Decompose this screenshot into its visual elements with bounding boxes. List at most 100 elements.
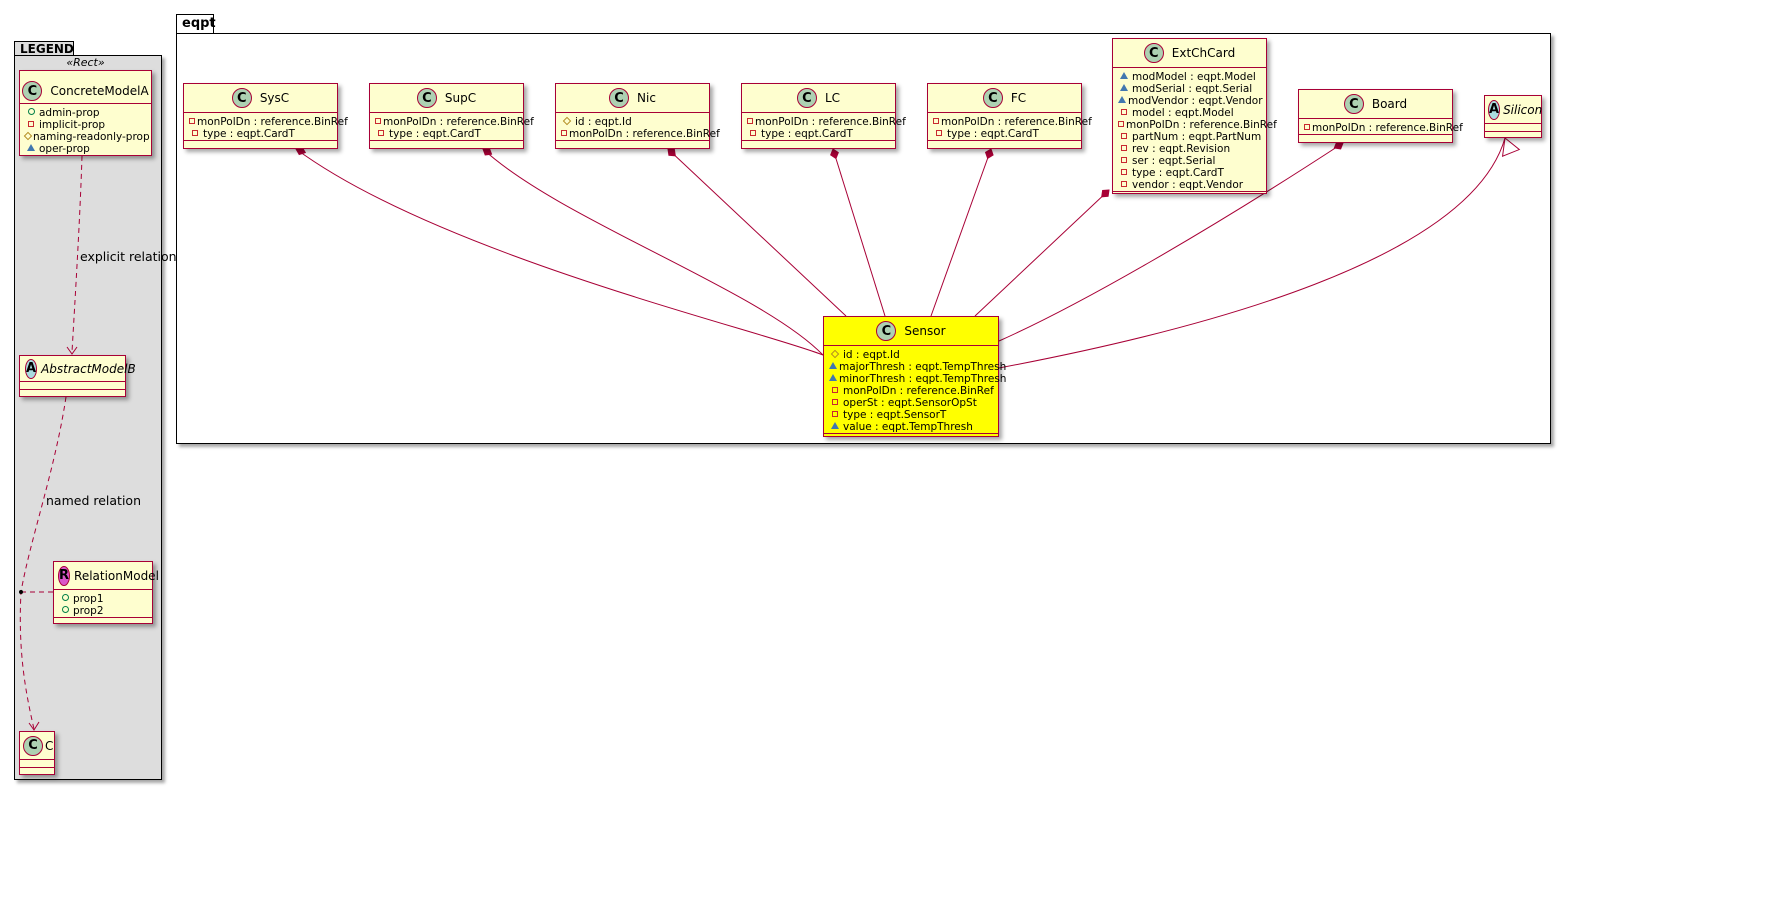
private-visibility-icon — [189, 128, 201, 140]
attribute-text: monPolDn : reference.BinRef — [569, 128, 720, 140]
package-visibility-icon — [829, 373, 837, 385]
class-icon: C — [1343, 94, 1364, 114]
attribute-text: naming-readonly-prop — [33, 131, 150, 143]
attribute-row: value : eqpt.TempThresh — [829, 421, 994, 433]
fc-class[interactable]: C FC monPolDn : reference.BinRef type : … — [927, 83, 1092, 149]
package-visibility-icon — [1118, 83, 1130, 95]
class-name: Board — [1371, 97, 1408, 111]
class-icon: C — [23, 735, 43, 756]
lc-class[interactable]: C LC monPolDn : reference.BinRef type : … — [741, 83, 906, 149]
class-icon: C — [231, 88, 252, 108]
class-name: C — [45, 738, 54, 753]
attribute-row: prop2 — [59, 605, 148, 617]
attribute-list: prop1 prop2 — [54, 590, 152, 618]
package-visibility-icon — [1118, 95, 1126, 107]
class-name: LC — [824, 91, 841, 105]
attribute-list: monPolDn : reference.BinRef type : eqpt.… — [928, 113, 1092, 141]
private-visibility-icon — [829, 409, 841, 421]
attribute-text: modVendor : eqpt.Vendor — [1128, 95, 1263, 107]
attribute-row: id : eqpt.Id — [829, 349, 994, 361]
attribute-list: monPolDn : reference.BinRef type : eqpt.… — [742, 113, 906, 141]
attribute-row: modVendor : eqpt.Vendor — [1118, 95, 1263, 107]
concrete-model-a-class[interactable]: «Rect» C ConcreteModelA admin-prop impli… — [19, 56, 152, 156]
attribute-row: monPolDn : reference.BinRef — [747, 116, 906, 128]
private-visibility-icon — [933, 128, 945, 140]
attribute-text: minorThresh : eqpt.TempThresh — [839, 373, 1007, 385]
attribute-row: type : eqpt.CardT — [1118, 167, 1262, 179]
attribute-row: type : eqpt.CardT — [375, 128, 519, 140]
package-visibility-icon — [1118, 71, 1130, 83]
abstract-model-b-class[interactable]: A AbstractModelB — [19, 355, 136, 397]
private-visibility-icon — [1118, 167, 1130, 179]
private-visibility-icon — [561, 128, 567, 140]
attribute-row: naming-readonly-prop — [23, 131, 150, 143]
private-visibility-icon — [25, 119, 37, 131]
private-visibility-icon — [189, 116, 195, 128]
extchcard-class[interactable]: C ExtChCard modModel : eqpt.Model modSer… — [1112, 38, 1277, 194]
attribute-list: modModel : eqpt.Model modSerial : eqpt.S… — [1113, 68, 1277, 192]
attribute-text: type : eqpt.SensorT — [843, 409, 947, 421]
attribute-text: oper-prop — [39, 143, 90, 155]
attribute-row: monPolDn : reference.BinRef — [189, 116, 348, 128]
class-name: SupC — [444, 91, 477, 105]
relation-icon: R — [58, 565, 71, 586]
attribute-text: monPolDn : reference.BinRef — [1312, 122, 1463, 134]
rect-stereotype: «Rect» — [66, 56, 105, 69]
private-visibility-icon — [1118, 179, 1130, 191]
attribute-text: implicit-prop — [39, 119, 106, 131]
private-visibility-icon — [1118, 155, 1130, 167]
attribute-text: prop1 — [73, 593, 104, 605]
board-class[interactable]: C Board monPolDn : reference.BinRef — [1298, 89, 1463, 143]
nic-class[interactable]: C Nic id : eqpt.Id monPolDn : reference.… — [555, 83, 720, 149]
attribute-row: vendor : eqpt.Vendor — [1118, 179, 1262, 191]
class-icon: C — [416, 88, 437, 108]
private-visibility-icon — [747, 128, 759, 140]
attribute-row: ser : eqpt.Serial — [1118, 155, 1262, 167]
public-visibility-icon — [59, 593, 71, 605]
private-visibility-icon — [829, 397, 841, 409]
attribute-row: rev : eqpt.Revision — [1118, 143, 1262, 155]
private-visibility-icon — [1304, 122, 1310, 134]
attribute-text: modModel : eqpt.Model — [1132, 71, 1256, 83]
package-visibility-icon — [829, 421, 841, 433]
attribute-text: monPolDn : reference.BinRef — [197, 116, 348, 128]
attribute-row: monPolDn : reference.BinRef — [933, 116, 1092, 128]
supc-class[interactable]: C SupC monPolDn : reference.BinRef type … — [369, 83, 534, 149]
c-class[interactable]: C C — [19, 731, 55, 775]
attribute-list: id : eqpt.Id majorThresh : eqpt.TempThre… — [824, 346, 1006, 434]
package-visibility-icon — [25, 143, 37, 155]
attribute-text: modSerial : eqpt.Serial — [1132, 83, 1253, 95]
attribute-list: monPolDn : reference.BinRef type : eqpt.… — [184, 113, 348, 141]
named-relation-label: named relation — [46, 493, 141, 508]
sensor-class[interactable]: C Sensor id : eqpt.Id majorThresh : eqpt… — [823, 316, 1006, 437]
attribute-text: monPolDn : reference.BinRef — [383, 116, 534, 128]
attribute-list: monPolDn : reference.BinRef — [1299, 119, 1463, 135]
relation-model-class[interactable]: R RelationModel prop1 prop2 — [53, 561, 159, 624]
attribute-text: monPolDn : reference.BinRef — [755, 116, 906, 128]
private-visibility-icon — [1118, 119, 1124, 131]
class-icon: C — [982, 88, 1003, 108]
sysc-class[interactable]: C SysC monPolDn : reference.BinRef type … — [183, 83, 348, 149]
class-icon: C — [609, 88, 630, 108]
attribute-list: monPolDn : reference.BinRef type : eqpt.… — [370, 113, 534, 141]
private-visibility-icon — [375, 128, 387, 140]
attribute-text: prop2 — [73, 605, 104, 617]
attribute-text: type : eqpt.CardT — [1132, 167, 1224, 179]
eqpt-package-tab: eqpt — [176, 14, 216, 33]
silicon-class[interactable]: A Silicon — [1484, 95, 1542, 138]
attribute-text: operSt : eqpt.SensorOpSt — [843, 397, 977, 409]
attribute-row: oper-prop — [25, 143, 147, 155]
class-name: FC — [1010, 91, 1027, 105]
class-name: SysC — [259, 91, 290, 105]
protected-visibility-icon — [23, 131, 33, 143]
attribute-row: type : eqpt.CardT — [189, 128, 333, 140]
class-name: Sensor — [904, 324, 946, 338]
class-icon: C — [876, 321, 897, 341]
protected-visibility-icon — [561, 116, 573, 128]
class-name: ConcreteModelA — [50, 84, 149, 98]
attribute-row: partNum : eqpt.PartNum — [1118, 131, 1262, 143]
class-name: AbstractModelB — [41, 361, 136, 376]
legend-package-tab: LEGEND — [14, 41, 74, 56]
